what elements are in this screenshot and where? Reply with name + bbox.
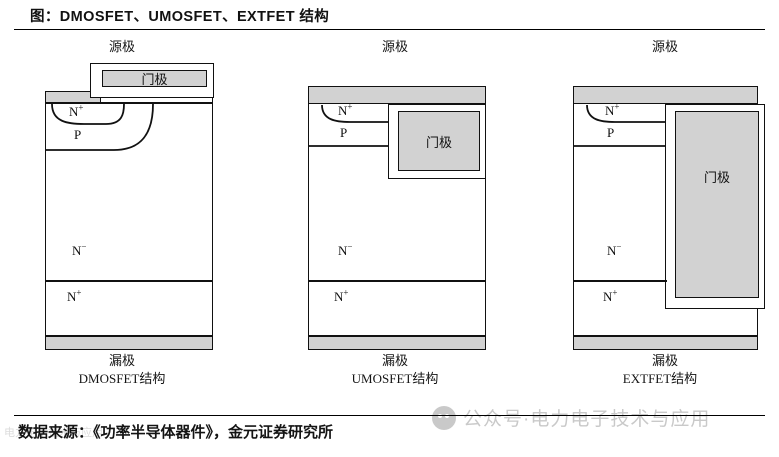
gate-electrode-umosfet[interactable]: 门极	[398, 111, 480, 171]
substrate-boundary-extfet	[573, 280, 667, 282]
caption-dmosfet: DMOSFET结构	[78, 371, 166, 386]
device-extfet: 源极 门极 N+ P N− N+ 漏极	[565, 40, 765, 367]
region-label-n-plus-substrate-extfet: N+	[603, 287, 618, 304]
drain-metal-extfet	[573, 336, 758, 350]
umosfet-cross-section: 门极 N+ P N− N+	[300, 58, 490, 350]
region-label-n-minus-extfet: N−	[607, 241, 622, 258]
region-label-p-body-umosfet: P	[340, 125, 348, 140]
gate-label-umosfet: 门极	[425, 134, 452, 150]
figure-title: 图：DMOSFET、UMOSFET、EXTFET 结构	[30, 9, 330, 25]
wechat-logo-icon	[432, 405, 456, 430]
surface-line-dmosfet	[45, 102, 213, 104]
gate-label-dmosfet: 门极	[141, 72, 168, 87]
drain-metal-dmosfet	[45, 336, 213, 350]
gate-electrode-extfet[interactable]: 门极	[675, 111, 759, 298]
title-divider	[14, 29, 765, 30]
caption-extfet: EXTFET结构	[622, 371, 698, 386]
gate-electrode-dmosfet[interactable]: 门极	[102, 70, 207, 87]
source-terminal-label-dmosfet: 源极	[108, 39, 135, 54]
region-label-n-minus-umosfet: N−	[338, 241, 353, 258]
region-label-n-plus-substrate-umosfet: N+	[334, 287, 349, 304]
watermark-text: 公众号·电力电子技术与应用	[463, 409, 711, 430]
watermark: 公众号·电力电子技术与应用	[432, 404, 710, 431]
drain-terminal-label-extfet: 漏极	[651, 353, 678, 368]
region-label-n-minus-dmosfet: N−	[72, 241, 87, 258]
region-label-n-plus-substrate-dmosfet: N+	[67, 287, 82, 304]
device-dmosfet: 源极 门极 N+ P N− N+	[22, 40, 222, 367]
source-terminal-label-umosfet: 源极	[381, 39, 408, 54]
source-metal-umosfet	[308, 86, 486, 104]
region-label-n-plus-source-extfet: N+	[605, 101, 620, 118]
region-label-n-plus-source-dmosfet: N+	[69, 102, 84, 119]
substrate-boundary-umosfet	[308, 280, 486, 282]
source-note: 数据来源：《功率半导体器件》，金元证券研究所	[18, 425, 334, 441]
region-label-p-body-dmosfet: P	[74, 127, 82, 142]
region-label-n-plus-source-umosfet: N+	[338, 101, 353, 118]
drain-terminal-label-dmosfet: 漏极	[108, 353, 135, 368]
caption-umosfet: UMOSFET结构	[351, 371, 439, 386]
substrate-boundary-dmosfet	[45, 280, 213, 282]
device-umosfet: 源极 门极 N+ P N− N+ 漏极	[300, 40, 490, 367]
source-terminal-label-extfet: 源极	[651, 39, 678, 54]
extfet-cross-section: 门极 N+ P N− N+	[565, 58, 765, 350]
source-metal-extfet	[573, 86, 758, 104]
region-label-p-body-extfet: P	[607, 125, 615, 140]
drain-terminal-label-umosfet: 漏极	[381, 353, 408, 368]
gate-label-extfet: 门极	[703, 170, 730, 185]
dmosfet-cross-section: 门极 N+ P N− N+	[22, 58, 222, 350]
footer-divider	[14, 415, 765, 417]
drain-metal-umosfet	[308, 336, 486, 350]
